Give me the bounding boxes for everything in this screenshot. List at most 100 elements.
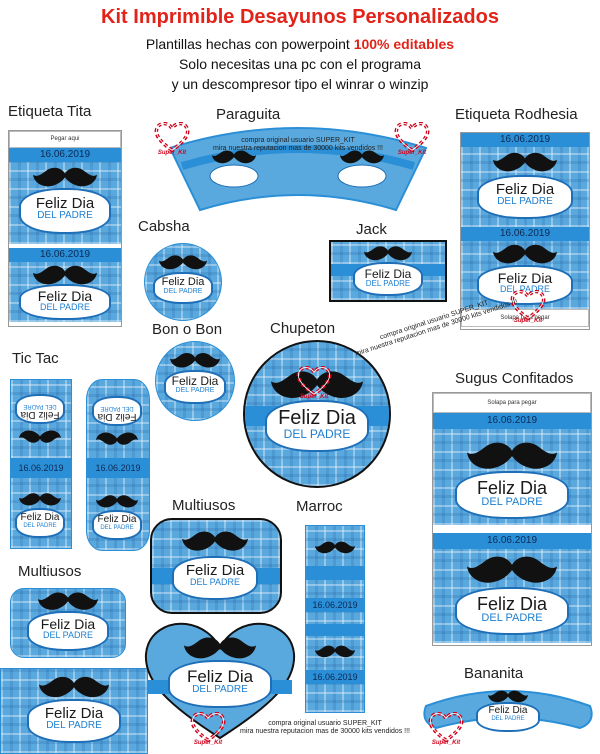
- del-padre-text: DEL PADRE: [39, 302, 90, 312]
- mustache-icon: [364, 245, 412, 263]
- sugus-template[interactable]: Solapa para pegar 16.06.2019 Feliz Dia D…: [432, 392, 592, 646]
- mustache-icon: [467, 441, 557, 473]
- mustache-icon: [19, 492, 61, 508]
- mustache-icon: [39, 675, 109, 701]
- feliz-dia-text: Feliz Dia: [20, 409, 60, 420]
- feliz-dia-text: Feliz Dia: [97, 514, 137, 525]
- subtitle-line-2: Solo necesitas una pc con el programa: [178, 56, 422, 72]
- etiqueta-tita-template[interactable]: Pegar aqui 16.06.2019 Feliz Dia DEL PADR…: [8, 130, 122, 327]
- label-etiqueta-tita: Etiqueta Tita: [8, 103, 92, 120]
- multiusos-center-template[interactable]: Feliz Dia DEL PADRE: [150, 518, 282, 614]
- date-band: 16.06.2019: [461, 133, 589, 147]
- mustache-icon: [33, 166, 97, 190]
- tita-panel-2: Feliz Dia DEL PADRE: [9, 262, 121, 322]
- del-padre-text: DEL PADRE: [192, 684, 248, 695]
- label-multiusos-left: Multiusos: [18, 563, 82, 580]
- feliz-dia-text: Feliz Dia: [97, 411, 137, 422]
- heart-logo-icon: [394, 122, 430, 152]
- logo-text: Super_Kit: [513, 318, 543, 324]
- feliz-dia-text: Feliz Dia: [40, 616, 96, 632]
- label-chupeton: Chupeton: [270, 320, 336, 337]
- label-bon-o-bon: Bon o Bon: [152, 321, 223, 338]
- watermark-line-1: compra original usuario SUPER_KIT: [268, 720, 382, 727]
- super-kit-logo: Super_Kit: [296, 366, 332, 402]
- cabsha-template[interactable]: Feliz Dia DEL PADRE: [144, 243, 222, 321]
- heart-logo-icon: [296, 366, 332, 396]
- logo-text: Super_Kit: [157, 150, 187, 156]
- multiusos-bottom-template[interactable]: Feliz Dia DEL PADRE: [0, 668, 148, 754]
- del-padre-text: DEL PADRE: [46, 720, 102, 731]
- feliz-dia-badge: Feliz Dia DEL PADRE: [455, 471, 569, 519]
- mustache-icon: [467, 555, 557, 587]
- tic-tac-template-1[interactable]: Feliz Dia DEL PADRE 16.06.2019 Feliz Dia…: [10, 379, 72, 549]
- feliz-dia-text: Feliz Dia: [497, 270, 553, 286]
- jack-template[interactable]: Feliz Dia DEL PADRE: [329, 240, 447, 302]
- super-kit-logo: Super_Kit: [510, 290, 546, 326]
- super-kit-logo: Super_Kit: [190, 712, 226, 750]
- mustache-icon: [96, 494, 138, 510]
- feliz-dia-badge: Feliz Dia DEL PADRE: [477, 265, 573, 305]
- subtitle-line-3: y un descompresor tipo el winrar o winzi…: [171, 76, 429, 92]
- date-band: 16.06.2019: [9, 148, 121, 162]
- mustache-icon: [184, 636, 256, 662]
- date-band: 16.06.2019: [11, 458, 71, 478]
- mustache-icon: [315, 540, 355, 556]
- pegar-aqui-flap: Pegar aqui: [9, 131, 121, 148]
- feliz-dia-badge: Feliz Dia DEL PADRE: [172, 556, 258, 600]
- feliz-dia-text: Feliz Dia: [185, 562, 245, 579]
- chupeton-template[interactable]: Feliz Dia DEL PADRE: [243, 340, 391, 488]
- feliz-dia-badge: Feliz Dia DEL PADRE: [477, 175, 573, 219]
- label-tic-tac: Tic Tac: [12, 350, 59, 367]
- del-padre-text: DEL PADRE: [163, 288, 203, 295]
- logo-text: Super_Kit: [299, 394, 329, 400]
- del-padre-text: DEL PADRE: [497, 196, 553, 207]
- del-padre-text: DEL PADRE: [175, 387, 215, 394]
- watermark-line-2: mira nuestra reputacion mas de 30000 kit…: [239, 727, 411, 735]
- feliz-dia-text: Feliz Dia: [278, 407, 356, 429]
- feliz-dia-badge: Feliz Dia DEL PADRE: [19, 188, 111, 234]
- bon-o-bon-template[interactable]: Feliz Dia DEL PADRE: [155, 341, 235, 421]
- super-kit-logo: Super_Kit: [154, 122, 190, 158]
- del-padre-text: DEL PADRE: [365, 279, 411, 288]
- mustache-icon: [493, 151, 557, 175]
- paraguita-template[interactable]: [150, 118, 446, 218]
- mustache-icon: [159, 254, 207, 272]
- rodhesia-panel-1: Feliz Dia DEL PADRE: [461, 147, 589, 227]
- heart-logo-icon: [190, 712, 226, 742]
- label-etiqueta-rodhesia: Etiqueta Rodhesia: [455, 106, 578, 123]
- label-marroc: Marroc: [296, 498, 343, 515]
- feliz-dia-text: Feliz Dia: [171, 374, 219, 388]
- label-multiusos-center: Multiusos: [172, 497, 236, 514]
- multiusos-left-template[interactable]: Feliz Dia DEL PADRE: [10, 588, 126, 658]
- editable-highlight: 100% editables: [353, 36, 455, 52]
- date-band: 16.06.2019: [9, 248, 121, 262]
- feliz-dia-text: Feliz Dia: [476, 478, 547, 498]
- label-sugus: Sugus Confitados: [455, 370, 574, 387]
- watermark-line-2: mira nuestra reputacion mas de 30000 kit…: [212, 144, 384, 152]
- marroc-template[interactable]: 16.06.2019 16.06.2019: [305, 525, 365, 713]
- logo-text: Super_Kit: [193, 740, 223, 746]
- feliz-dia-badge: Feliz Dia DEL PADRE: [27, 611, 109, 651]
- mustache-icon: [38, 591, 98, 613]
- date-band: 16.06.2019: [433, 413, 591, 429]
- feliz-dia-text: Feliz Dia: [44, 705, 104, 722]
- date-band: 16.06.2019: [433, 533, 591, 549]
- del-padre-text: DEL PADRE: [100, 405, 134, 411]
- feliz-dia-text: Feliz Dia: [35, 195, 95, 212]
- tic-tac-template-2[interactable]: Feliz Dia DEL PADRE 16.06.2019 Feliz Dia…: [86, 379, 150, 551]
- feliz-dia-badge: Feliz Dia DEL PADRE: [168, 660, 272, 708]
- feliz-dia-badge: Feliz Dia DEL PADRE: [265, 400, 369, 452]
- mustache-icon: [493, 243, 557, 267]
- etiqueta-rodhesia-template[interactable]: 16.06.2019 Feliz Dia DEL PADRE 16.06.201…: [460, 132, 590, 330]
- mustache-icon: [19, 428, 61, 444]
- super-kit-logo: Super_Kit: [394, 122, 430, 158]
- feliz-dia-badge: Feliz Dia DEL PADRE: [15, 508, 65, 538]
- mustache-icon: [315, 644, 355, 660]
- subtitle-line-1: Plantillas hechas con powerpoint 100% ed…: [0, 36, 600, 52]
- date-band: 16.06.2019: [87, 458, 149, 478]
- solapa-flap: Solapa para pegar: [433, 393, 591, 413]
- rodhesia-panel-2: Feliz Dia DEL PADRE: [461, 241, 589, 309]
- feliz-dia-badge: Feliz Dia DEL PADRE: [153, 272, 213, 304]
